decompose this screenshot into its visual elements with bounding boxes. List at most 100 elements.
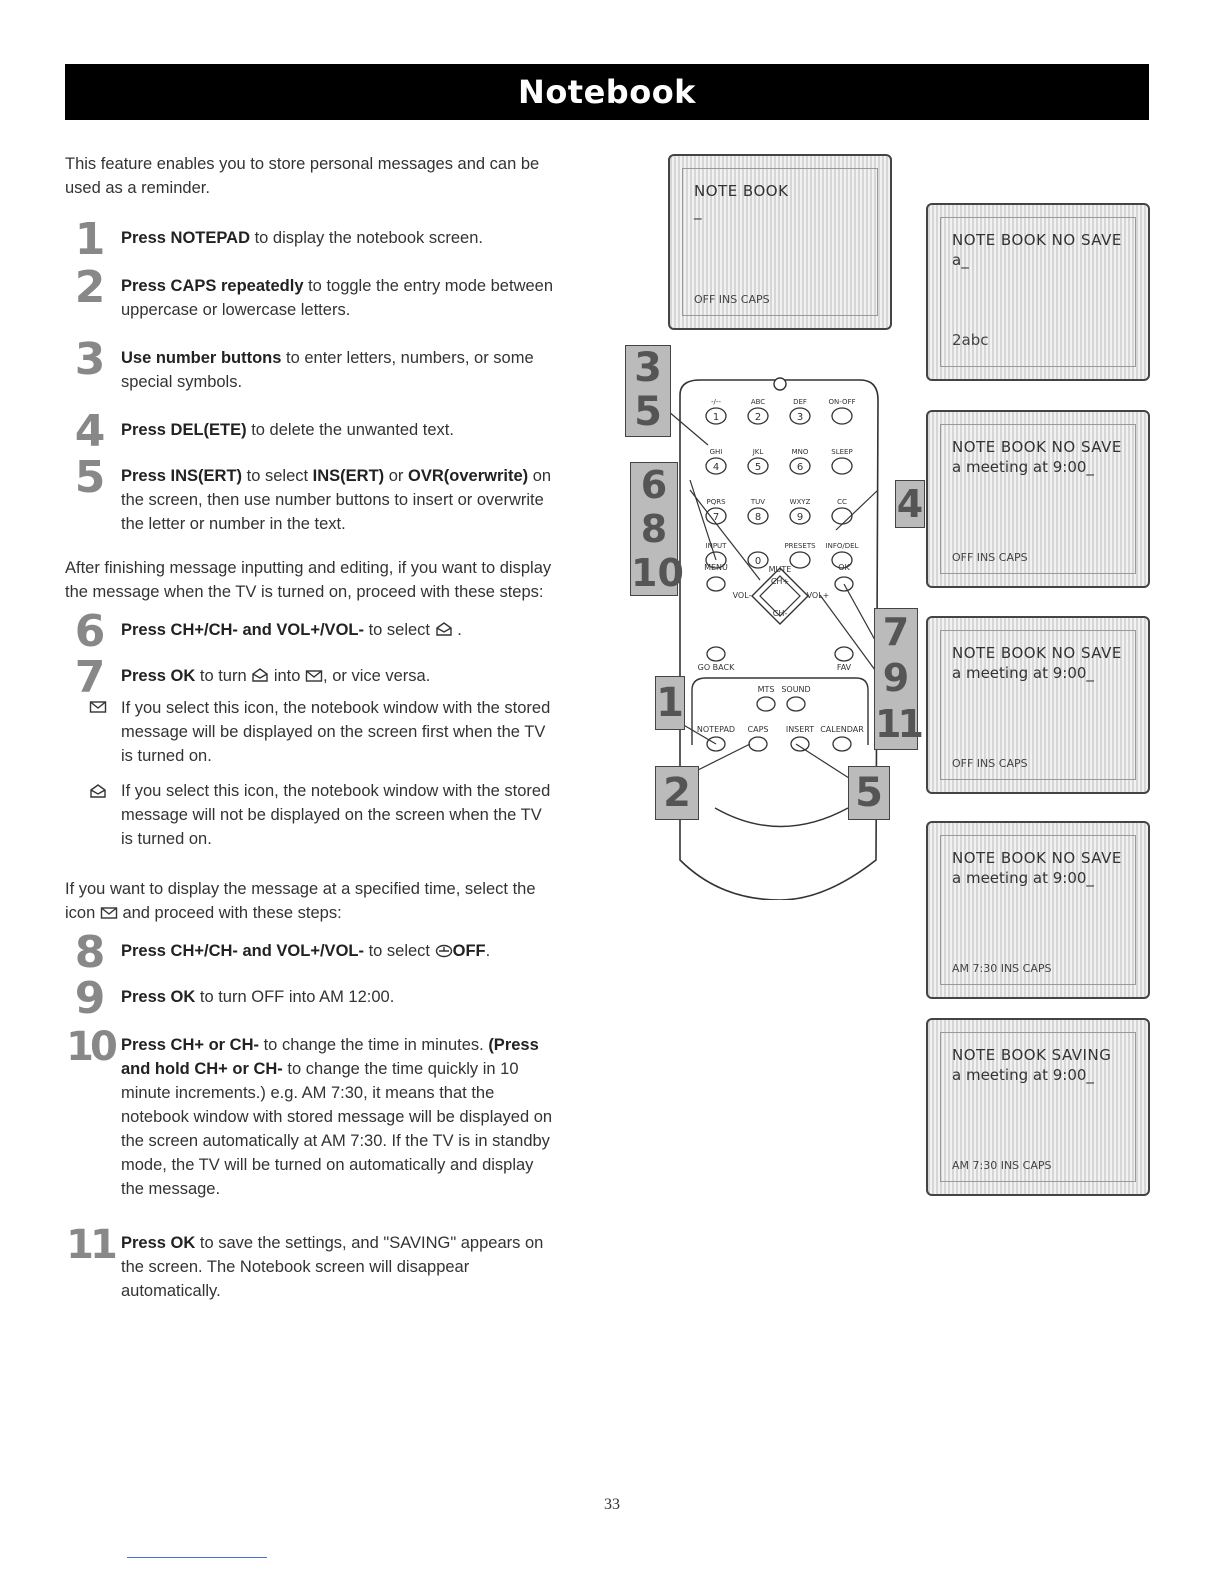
screen-text: _ bbox=[694, 202, 702, 220]
remote-key-label: MNO bbox=[792, 448, 809, 456]
tv-screen-5: NOTE BOOK NO SAVE a meeting at 9:00_ AM … bbox=[926, 821, 1150, 999]
step-number: 3 bbox=[74, 334, 106, 385]
remote-key bbox=[831, 457, 853, 475]
step-10: 10 Press CH+ or CH- to change the time i… bbox=[66, 1024, 553, 1198]
step-2: 2 Press CAPS repeatedly to toggle the en… bbox=[65, 266, 555, 322]
intro-text: This feature enables you to store person… bbox=[65, 155, 540, 197]
go-back-label: GO BACK bbox=[698, 663, 735, 672]
ok-label: OK bbox=[838, 563, 850, 572]
screen-status: AM 7:30 INS CAPS bbox=[952, 962, 1052, 975]
page-number: 33 bbox=[604, 1496, 620, 1513]
vol-minus-label: VOL- bbox=[733, 591, 752, 600]
step-4: 4 Press DEL(ETE) to delete the unwanted … bbox=[65, 410, 555, 454]
notepad-label: NOTEPAD bbox=[697, 725, 735, 734]
step-number: 4 bbox=[74, 406, 106, 457]
remote-key bbox=[789, 551, 811, 569]
screen-text: a meeting at 9:00_ bbox=[952, 1066, 1094, 1084]
step-11: 11 Press OK to save the settings, and "S… bbox=[66, 1222, 544, 1300]
remote-key-label: ON-OFF bbox=[828, 398, 855, 406]
remote-key-label: INPUT bbox=[706, 542, 728, 550]
step-number: 5 bbox=[74, 452, 106, 503]
mts-label: MTS bbox=[758, 685, 775, 694]
callout-4: 4 bbox=[895, 480, 925, 528]
remote-key-label: PQRS bbox=[706, 498, 726, 506]
screen-title: NOTE BOOK NO SAVE bbox=[952, 231, 1122, 249]
remote-digit: 2 bbox=[755, 412, 761, 423]
envelope-open-icon bbox=[90, 784, 106, 798]
caps-label: CAPS bbox=[748, 725, 769, 734]
tv-screen-4: NOTE BOOK NO SAVE a meeting at 9:00_ OFF… bbox=[926, 616, 1150, 794]
screen-text: a_ bbox=[952, 251, 969, 269]
step-number: 1 bbox=[74, 214, 106, 265]
remote-digit: 6 bbox=[797, 462, 803, 473]
envelope-closed-icon bbox=[100, 907, 118, 919]
remote-key bbox=[705, 407, 727, 425]
clock-icon bbox=[435, 944, 452, 958]
step-number: 11 bbox=[66, 1222, 118, 1268]
step-8: 8 Press CH+/CH- and VOL+/VOL- to select … bbox=[65, 931, 555, 975]
ch-minus-label: CH- bbox=[773, 609, 788, 618]
remote-key bbox=[747, 507, 769, 525]
remote-control-illustration: -/--1ABC2DEF3ON-OFFGHI4JKL5MNO6SLEEPPQRS… bbox=[654, 377, 879, 900]
screen-title: NOTE BOOK NO SAVE bbox=[952, 849, 1122, 867]
envelope-closed-icon bbox=[305, 670, 323, 682]
remote-key-label: CC bbox=[837, 498, 847, 506]
step-6: 6 Press CH+/CH- and VOL+/VOL- to select … bbox=[65, 610, 555, 654]
remote-key bbox=[831, 551, 853, 569]
remote-digit: 4 bbox=[713, 462, 719, 473]
callout-1: 1 bbox=[655, 676, 685, 730]
step-7: 7 Press OK to turn into , or vice versa. bbox=[65, 656, 555, 700]
remote-key-label: SLEEP bbox=[831, 448, 852, 456]
remote-key-label: DEF bbox=[793, 398, 807, 406]
remote-key bbox=[747, 457, 769, 475]
footer-rule bbox=[127, 1557, 267, 1558]
screen-status: 2abc bbox=[952, 331, 989, 349]
insert-label: INSERT bbox=[786, 725, 814, 734]
remote-key bbox=[789, 507, 811, 525]
vol-plus-label: VOL+ bbox=[807, 591, 830, 600]
fav-label: FAV bbox=[837, 663, 852, 672]
after-text: After finishing message inputting and ed… bbox=[65, 559, 552, 601]
remote-key-label: ABC bbox=[751, 398, 765, 406]
note-closed-envelope: If you select this icon, the notebook wi… bbox=[65, 696, 555, 768]
mute-label: MUTE bbox=[769, 565, 792, 574]
screen-status: OFF INS CAPS bbox=[952, 757, 1028, 770]
tv-screen-6: NOTE BOOK SAVING a meeting at 9:00_ AM 7… bbox=[926, 1018, 1150, 1196]
remote-digit: 3 bbox=[797, 412, 803, 423]
page-header: Notebook bbox=[65, 64, 1149, 120]
step-number: 2 bbox=[74, 262, 106, 313]
remote-digit: 8 bbox=[755, 512, 761, 523]
remote-key bbox=[789, 457, 811, 475]
calendar-label: CALENDAR bbox=[820, 725, 864, 734]
callout-5-bottom: 5 bbox=[848, 766, 890, 820]
remote-key-label: JKL bbox=[752, 448, 764, 456]
remote-key-label: TUV bbox=[750, 498, 765, 506]
screen-title: NOTE BOOK NO SAVE bbox=[952, 438, 1122, 456]
envelope-open-icon bbox=[252, 668, 268, 682]
step-9: 9 Press OK to turn OFF into AM 12:00. bbox=[65, 977, 555, 1021]
step-number: 9 bbox=[74, 973, 106, 1024]
step-number: 7 bbox=[74, 652, 106, 703]
remote-keypad: -/--1ABC2DEF3ON-OFFGHI4JKL5MNO6SLEEPPQRS… bbox=[705, 398, 859, 569]
remote-key bbox=[831, 407, 853, 425]
tv-screen-2: NOTE BOOK NO SAVE a_ 2abc bbox=[926, 203, 1150, 381]
remote-key-label: PRESETS bbox=[784, 542, 816, 550]
screen-title: NOTE BOOK NO SAVE bbox=[952, 644, 1122, 662]
remote-key bbox=[831, 507, 853, 525]
remote-key-label: -/-- bbox=[711, 398, 721, 406]
screen-text: a meeting at 9:00_ bbox=[952, 869, 1094, 887]
page-title: Notebook bbox=[518, 73, 696, 111]
screen-text: a meeting at 9:00_ bbox=[952, 664, 1094, 682]
screen-text: a meeting at 9:00_ bbox=[952, 458, 1094, 476]
remote-digit: 0 bbox=[755, 556, 761, 567]
step-3: 3 Use number buttons to enter letters, n… bbox=[65, 338, 555, 394]
menu-label: MENU bbox=[704, 563, 728, 572]
remote-digit: 9 bbox=[797, 512, 803, 523]
tv-screen-1: NOTE BOOK _ OFF INS CAPS bbox=[668, 154, 892, 330]
note-open-envelope: If you select this icon, the notebook wi… bbox=[65, 779, 555, 851]
screen-title: NOTE BOOK bbox=[694, 182, 789, 200]
remote-key bbox=[747, 551, 769, 569]
step-number: 8 bbox=[74, 927, 106, 978]
